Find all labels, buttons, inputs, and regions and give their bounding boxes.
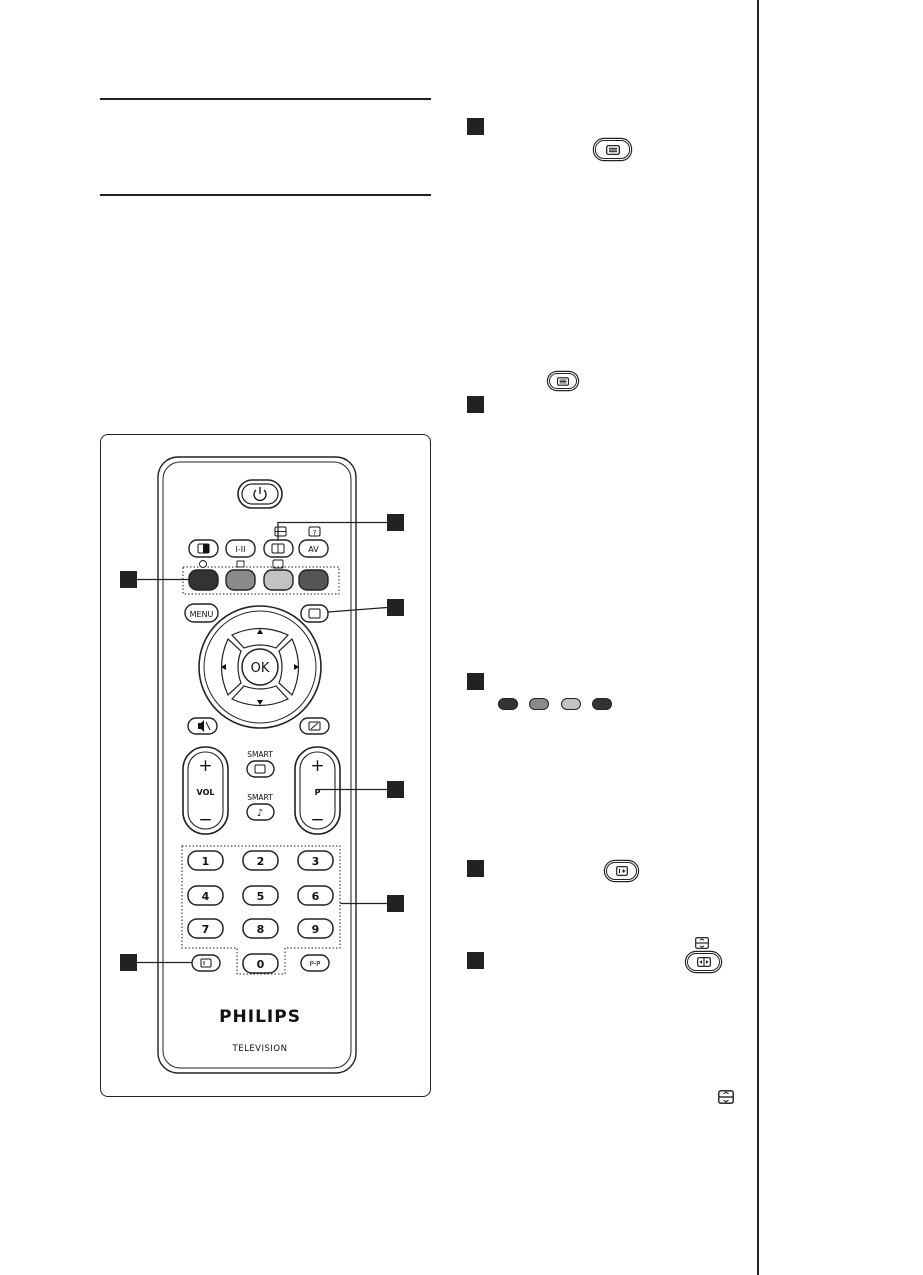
callout-marker-digits bbox=[387, 895, 404, 912]
teletext-button[interactable] bbox=[300, 604, 329, 623]
split-screen-button[interactable] bbox=[263, 539, 294, 558]
svg-text:−: − bbox=[198, 810, 212, 830]
svg-text:VOL: VOL bbox=[197, 788, 215, 797]
callout-marker-program bbox=[387, 781, 404, 798]
red-key-dot bbox=[498, 698, 518, 710]
svg-text:8: 8 bbox=[257, 923, 265, 936]
digit-7-button[interactable]: 7 bbox=[187, 918, 224, 939]
svg-text:1: 1 bbox=[202, 855, 210, 868]
yellow-key-dot bbox=[561, 698, 581, 710]
svg-text:4: 4 bbox=[202, 890, 210, 903]
power-button[interactable] bbox=[237, 479, 283, 509]
green-key-dot bbox=[529, 698, 549, 710]
sound-mode-button[interactable]: I-II bbox=[225, 539, 256, 558]
blue-key-dot bbox=[592, 698, 612, 710]
svg-text:0: 0 bbox=[257, 958, 265, 971]
smart-sound-label: SMART bbox=[247, 793, 273, 802]
callout-marker-info bbox=[120, 954, 137, 971]
yellow-key[interactable] bbox=[263, 569, 294, 591]
split-screen-icon-small bbox=[718, 1090, 734, 1104]
header-rule-bottom bbox=[100, 194, 431, 196]
svg-text:AV: AV bbox=[308, 545, 319, 554]
digit-8-button[interactable]: 8 bbox=[242, 918, 279, 939]
teletext-icon bbox=[557, 376, 569, 386]
green-key[interactable] bbox=[225, 569, 256, 591]
digit-6-button[interactable]: 6 bbox=[297, 885, 334, 906]
volume-rocker[interactable]: + VOL − bbox=[182, 746, 229, 835]
active-control-button[interactable] bbox=[299, 717, 330, 735]
callout-marker-color-keys bbox=[120, 571, 137, 588]
svg-text:3: 3 bbox=[312, 855, 320, 868]
svg-text:−: − bbox=[310, 810, 324, 830]
info-icon bbox=[615, 866, 628, 876]
callout-marker-teletext bbox=[387, 599, 404, 616]
screen-format-button[interactable] bbox=[188, 539, 219, 558]
callout-marker-split bbox=[387, 514, 404, 531]
info-button[interactable] bbox=[191, 954, 221, 972]
av-button[interactable]: AV bbox=[298, 539, 329, 558]
page-edge-line bbox=[757, 0, 759, 1275]
info-button-inline bbox=[606, 862, 637, 880]
digit-3-button[interactable]: 3 bbox=[297, 850, 334, 871]
question-icon: ? bbox=[308, 526, 321, 537]
digit-9-button[interactable]: 9 bbox=[297, 918, 334, 939]
svg-text:6: 6 bbox=[312, 890, 320, 903]
smart-picture-label: SMART bbox=[247, 750, 273, 759]
digit-4-button[interactable]: 4 bbox=[187, 885, 224, 906]
digit-5-button[interactable]: 5 bbox=[242, 885, 279, 906]
step-marker-5 bbox=[467, 952, 484, 969]
previous-program-button[interactable]: P-P bbox=[300, 954, 330, 972]
enlarge-icon bbox=[236, 560, 245, 568]
ok-button[interactable]: OK bbox=[241, 648, 279, 686]
teletext-icon bbox=[272, 559, 284, 569]
svg-text:+: + bbox=[198, 756, 212, 776]
smart-picture-button[interactable] bbox=[246, 760, 275, 778]
split-screen-icon bbox=[695, 936, 709, 949]
blue-key[interactable] bbox=[298, 569, 329, 591]
menu-button[interactable]: MENU bbox=[184, 603, 219, 623]
brand-logo: PHILIPS bbox=[219, 1007, 301, 1027]
svg-text:♪: ♪ bbox=[257, 808, 263, 819]
sub-brand: TELEVISION bbox=[232, 1044, 288, 1054]
split-screen-icon bbox=[696, 957, 711, 967]
digit-1-button[interactable]: 1 bbox=[187, 850, 224, 871]
red-key[interactable] bbox=[188, 569, 219, 591]
mute-button[interactable] bbox=[187, 717, 218, 735]
svg-text:?: ? bbox=[313, 529, 317, 537]
teletext-icon bbox=[605, 144, 620, 155]
svg-text:I-II: I-II bbox=[236, 545, 246, 554]
remote-control-illustration: ? I-II AV MENU bbox=[120, 456, 404, 1074]
step-marker-2 bbox=[467, 396, 484, 413]
svg-text:+: + bbox=[310, 756, 324, 776]
mute-icon bbox=[198, 720, 211, 732]
step-marker-3 bbox=[467, 673, 484, 690]
svg-text:7: 7 bbox=[202, 923, 210, 936]
split-screen-button-inline bbox=[687, 953, 720, 971]
power-icon bbox=[253, 487, 267, 502]
svg-text:MENU: MENU bbox=[190, 610, 214, 619]
step-marker-1 bbox=[467, 118, 484, 135]
split-screen-icon bbox=[274, 526, 287, 537]
remote-illustration-frame bbox=[100, 434, 431, 1097]
teletext-button-inline-1 bbox=[595, 140, 630, 159]
program-rocker[interactable]: + P − bbox=[294, 746, 341, 835]
clock-icon bbox=[199, 560, 207, 568]
svg-text:9: 9 bbox=[312, 923, 320, 936]
header-rule-top bbox=[100, 98, 431, 100]
smart-sound-button[interactable]: ♪ bbox=[246, 803, 275, 821]
svg-text:2: 2 bbox=[257, 855, 265, 868]
svg-text:P-P: P-P bbox=[310, 960, 321, 968]
step-marker-4 bbox=[467, 860, 484, 877]
teletext-button-inline-2 bbox=[549, 373, 577, 389]
digit-2-button[interactable]: 2 bbox=[242, 850, 279, 871]
svg-text:5: 5 bbox=[257, 890, 265, 903]
svg-text:OK: OK bbox=[251, 661, 270, 676]
svg-text:P: P bbox=[315, 788, 321, 797]
digit-0-button[interactable]: 0 bbox=[242, 953, 279, 974]
